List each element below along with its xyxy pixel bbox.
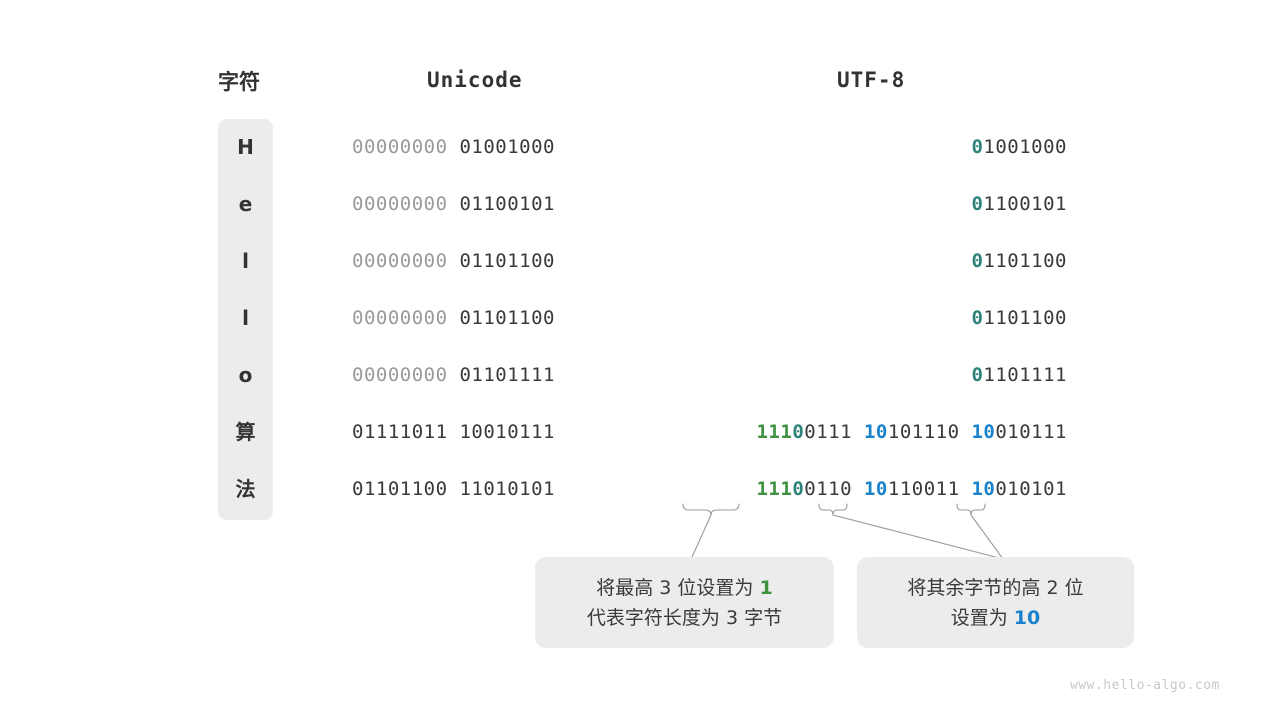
cell-utf8: 01100101 [0, 176, 1067, 233]
utf8-length-prefix: 111 [756, 478, 793, 500]
callout-left-line-2: 代表字符长度为 3 字节 [586, 606, 783, 629]
cell-unicode: 01111011 10010111 [352, 404, 555, 461]
utf8-prefix-terminator: 0 [971, 364, 984, 386]
utf8-length-prefix: 111 [756, 421, 793, 443]
leader-continuation-1-to-right-callout [832, 514, 1004, 560]
utf8-byte: 10010101 [971, 478, 1067, 500]
column-header-unicode: Unicode [427, 68, 523, 92]
unicode-low-byte: 01100101 [459, 193, 555, 215]
utf8-prefix-terminator: 0 [971, 307, 984, 329]
cell-unicode: 00000000 01101100 [352, 290, 555, 347]
callout-right-line2-text: 设置为 [950, 606, 1014, 629]
unicode-low-byte: 10010111 [459, 421, 555, 443]
utf8-byte: 01101111 [971, 364, 1067, 386]
cell-character: e [238, 192, 253, 216]
unicode-low-byte: 01101100 [459, 250, 555, 272]
leader-prefix-to-left-callout [691, 514, 712, 558]
utf8-byte: 01101100 [971, 250, 1067, 272]
utf8-prefix-terminator: 0 [792, 421, 805, 443]
utf8-continuation-prefix: 10 [971, 478, 996, 500]
callout-left-highlight: 1 [759, 576, 773, 599]
utf8-payload-bits: 010111 [995, 421, 1067, 443]
unicode-low-byte: 01101100 [459, 307, 555, 329]
utf8-byte: 11100111 [756, 421, 852, 443]
utf8-byte: 01101100 [971, 307, 1067, 329]
unicode-high-byte: 00000000 [352, 136, 448, 158]
utf8-payload-bits: 1001000 [983, 136, 1067, 158]
utf8-payload-bits: 1101100 [983, 307, 1067, 329]
callout-right-line-2: 设置为 10 [951, 603, 1041, 633]
unicode-high-byte: 00000000 [352, 193, 448, 215]
callout-prefix-explanation: 将最高 3 位设置为 1 代表字符长度为 3 字节 [535, 557, 834, 648]
unicode-low-byte: 01001000 [459, 136, 555, 158]
utf8-prefix-terminator: 0 [971, 136, 984, 158]
callout-right-line-1: 将其余字节的高 2 位 [907, 576, 1084, 599]
cell-character: 算 [235, 420, 256, 444]
unicode-high-byte: 00000000 [352, 307, 448, 329]
unicode-high-byte: 01101100 [352, 478, 448, 500]
cell-unicode: 00000000 01101111 [352, 347, 555, 404]
utf8-byte: 10101110 [864, 421, 960, 443]
callout-continuation-explanation: 将其余字节的高 2 位 设置为 10 [857, 557, 1134, 648]
utf8-prefix-terminator: 0 [971, 250, 984, 272]
column-header-utf8: UTF-8 [837, 68, 906, 92]
cell-character: l [242, 249, 249, 273]
utf8-byte: 11100110 [756, 478, 852, 500]
utf8-prefix-terminator: 0 [792, 478, 805, 500]
cell-unicode: 01101100 11010101 [352, 461, 555, 518]
utf8-payload-bits: 101110 [887, 421, 960, 443]
utf8-payload-bits: 1100101 [983, 193, 1067, 215]
utf8-byte: 01100101 [971, 193, 1067, 215]
utf8-byte: 10010111 [971, 421, 1067, 443]
utf8-continuation-prefix: 10 [971, 421, 996, 443]
cell-unicode: 00000000 01100101 [352, 176, 555, 233]
cell-unicode: 00000000 01101100 [352, 233, 555, 290]
utf8-prefix-terminator: 0 [971, 193, 984, 215]
unicode-low-byte: 11010101 [459, 478, 555, 500]
cell-character: o [238, 363, 253, 387]
utf8-continuation-prefix: 10 [863, 478, 888, 500]
column-header-char: 字符 [218, 70, 260, 94]
utf8-payload-bits: 0110 [804, 478, 853, 500]
callout-right-highlight: 10 [1013, 606, 1041, 629]
utf8-payload-bits: 110011 [887, 478, 960, 500]
unicode-high-byte: 00000000 [352, 250, 448, 272]
unicode-high-byte: 01111011 [352, 421, 448, 443]
char-column-plate [218, 119, 273, 520]
unicode-low-byte: 01101111 [459, 364, 555, 386]
cell-character: 法 [235, 477, 256, 501]
leader-continuation-2-to-right-callout [970, 514, 1004, 560]
cell-utf8: 01101111 [0, 347, 1067, 404]
utf8-payload-bits: 1101111 [983, 364, 1067, 386]
utf8-byte: 01001000 [971, 136, 1067, 158]
utf8-continuation-prefix: 10 [863, 421, 888, 443]
utf8-byte: 10110011 [864, 478, 960, 500]
callout-left-line-1: 将最高 3 位设置为 1 [596, 573, 772, 603]
utf8-payload-bits: 010101 [995, 478, 1067, 500]
watermark: www.hello-algo.com [1070, 678, 1220, 693]
cell-utf8: 01001000 [0, 119, 1067, 176]
cell-unicode: 00000000 01001000 [352, 119, 555, 176]
unicode-high-byte: 00000000 [352, 364, 448, 386]
cell-utf8: 11100111 10101110 10010111 [0, 404, 1067, 461]
callout-left-line1-text: 将最高 3 位设置为 [596, 576, 760, 599]
cell-utf8: 01101100 [0, 233, 1067, 290]
utf8-payload-bits: 0111 [804, 421, 853, 443]
cell-character: H [237, 135, 254, 159]
cell-character: l [242, 306, 249, 330]
utf8-payload-bits: 1101100 [983, 250, 1067, 272]
cell-utf8: 01101100 [0, 290, 1067, 347]
cell-utf8: 11100110 10110011 10010101 [0, 461, 1067, 518]
